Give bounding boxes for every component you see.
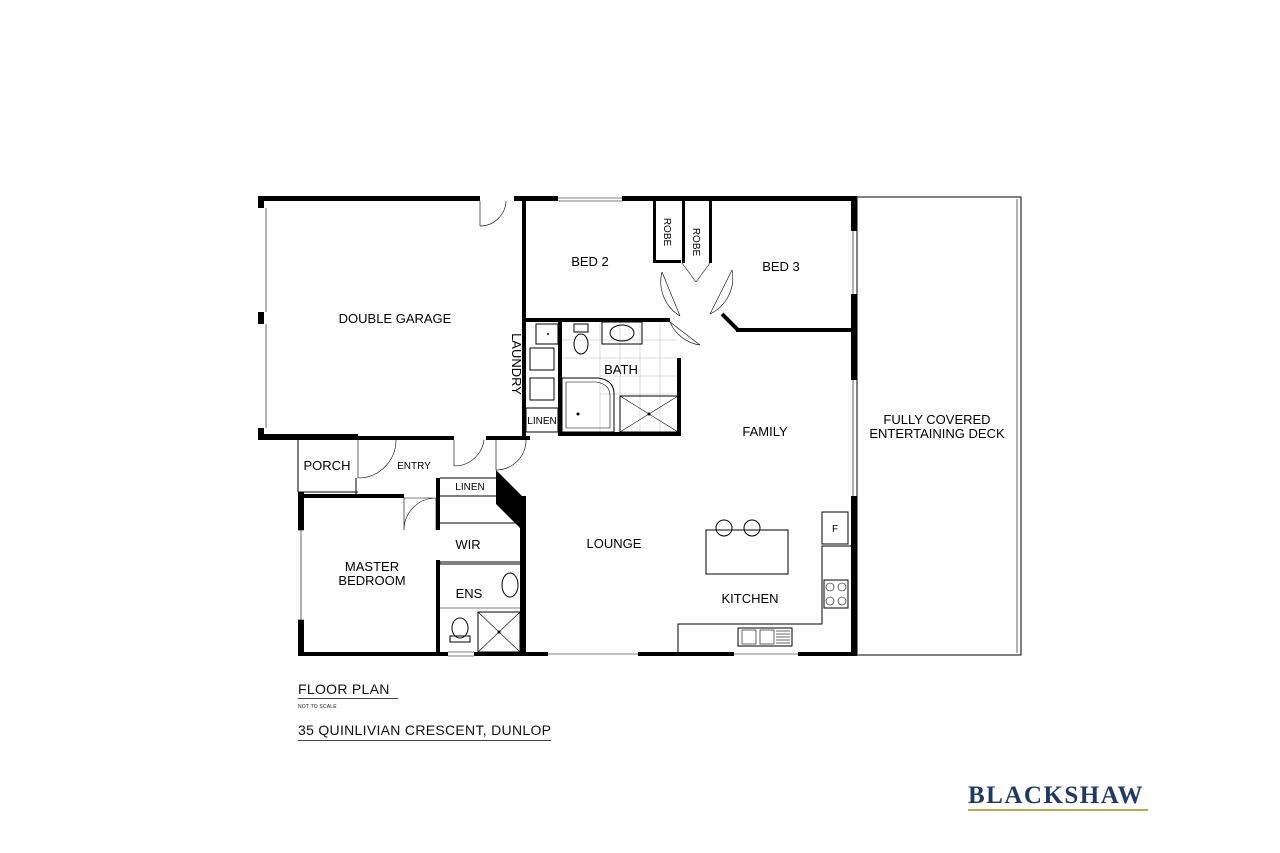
doors (357, 200, 734, 564)
label-bed-2: BED 2 (571, 254, 609, 269)
label-family: FAMILY (742, 424, 788, 439)
label-linen-entry: LINEN (455, 482, 484, 493)
label-porch: PORCH (304, 458, 351, 473)
label-ens: ENS (456, 586, 483, 601)
deck-outline (856, 196, 1022, 656)
label-master-line2: BEDROOM (338, 573, 405, 588)
laundry-fixtures (525, 323, 559, 433)
property-address: 35 QUINLIVIAN CRESCENT, DUNLOP (298, 722, 552, 741)
label-entry: ENTRY (397, 461, 431, 472)
label-master-line1: MASTER (345, 559, 399, 574)
label-robe-2: ROBE (690, 228, 701, 257)
label-robe-1: ROBE (661, 218, 672, 247)
label-double-garage: DOUBLE GARAGE (339, 311, 452, 326)
label-wir: WIR (455, 537, 480, 552)
scale-note: NOT TO SCALE (298, 704, 337, 710)
label-lounge: LOUNGE (587, 536, 642, 551)
bath-tiles (562, 322, 677, 432)
label-bed-3: BED 3 (762, 259, 800, 274)
label-fridge: F (832, 524, 838, 535)
label-deck-line1: FULLY COVERED (883, 412, 990, 427)
label-deck-line2: ENTERTAINING DECK (869, 426, 1005, 441)
kitchen-fixtures (677, 511, 851, 652)
floor-plan-title: FLOOR PLAN (298, 681, 398, 699)
ensuite-fixtures (449, 572, 521, 653)
walls (258, 196, 857, 656)
label-laundry: LAUNDRY (509, 333, 524, 395)
room-labels: DOUBLE GARAGE LAUNDRY LINEN BED 2 ROBE R… (304, 218, 1005, 606)
windows (298, 197, 622, 657)
label-bath: BATH (604, 362, 638, 377)
label-kitchen: KITCHEN (721, 591, 778, 606)
brand-underline (968, 809, 1148, 811)
brand-logo: BLACKSHAW (968, 782, 1145, 809)
bath-fixtures (561, 321, 679, 433)
label-linen-laundry: LINEN (527, 416, 556, 427)
